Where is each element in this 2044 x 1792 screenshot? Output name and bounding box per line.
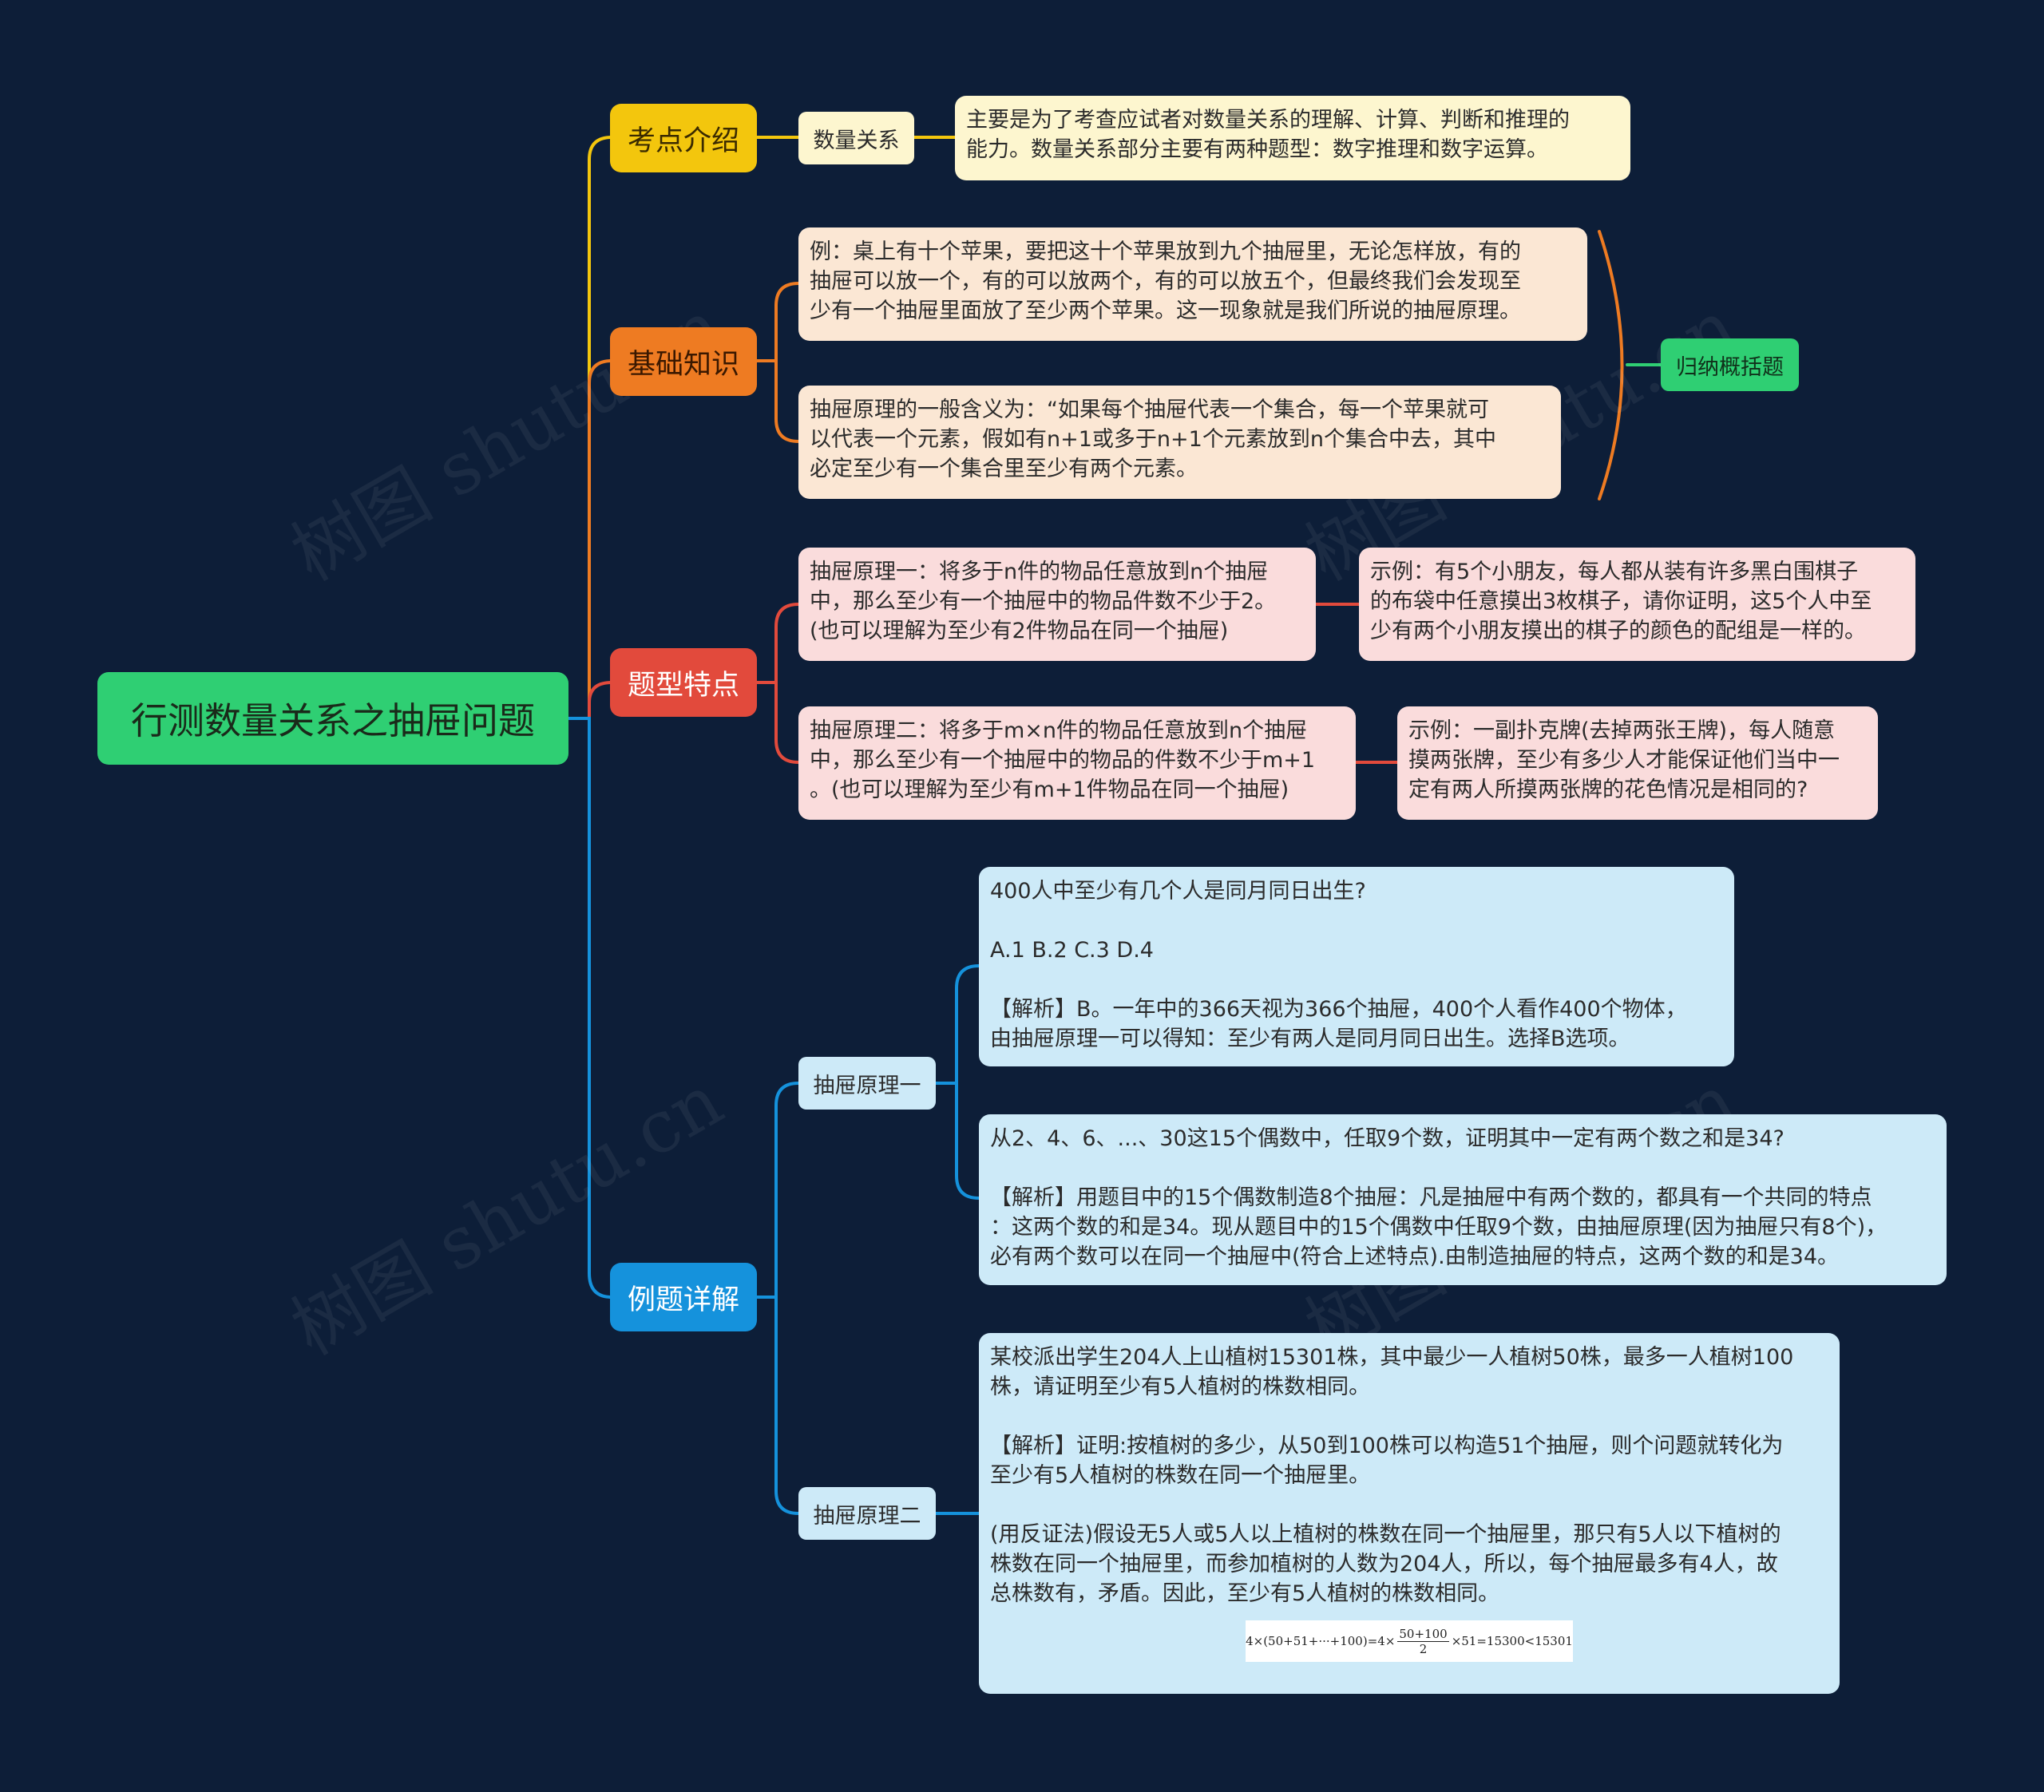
root-topic-label: 行测数量关系之抽屉问题 xyxy=(131,699,535,742)
node-liti-q3[interactable]: 某校派出学生204人上山植树15301株，其中最少一人植树50株，最多一人植树1… xyxy=(979,1333,1840,1694)
node-principle-two[interactable]: 抽屉原理二：将多于m×n件的物品任意放到n个抽屉 中，那么至少有一个抽屉中的物品… xyxy=(798,706,1356,820)
node-liti-principle-two[interactable]: 抽屉原理二 xyxy=(798,1487,936,1540)
branch-tixing[interactable]: 题型特点 xyxy=(610,648,757,717)
node-liti-principle-one[interactable]: 抽屉原理一 xyxy=(798,1057,936,1110)
node-liti-principle-two-label: 抽屉原理二 xyxy=(813,1503,921,1529)
branch-kaodian[interactable]: 考点介绍 xyxy=(610,104,757,172)
summary-guina-label: 归纳概括题 xyxy=(1676,354,1784,380)
node-jichu-definition-text: 抽屉原理的一般含义为：“如果每个抽屉代表一个集合，每一个苹果就可 以代表一个元素… xyxy=(810,398,1496,481)
formula-left: 4×(50+51+···+100)=4× xyxy=(1246,1634,1396,1648)
branch-liti[interactable]: 例题详解 xyxy=(610,1263,757,1331)
node-principle-one[interactable]: 抽屉原理一：将多于n件的物品任意放到n个抽屉 中，那么至少有一个抽屉中的物品件数… xyxy=(798,548,1316,661)
branch-jichu-label: 基础知识 xyxy=(627,348,739,381)
formula-image: 4×(50+51+···+100)=4× 50+100 2 ×51=15300<… xyxy=(1246,1620,1573,1662)
node-principle-one-example[interactable]: 示例：有5个小朋友，每人都从装有许多黑白围棋子 的布袋中任意摸出3枚棋子，请你证… xyxy=(1359,548,1915,661)
branch-liti-label: 例题详解 xyxy=(627,1284,739,1316)
node-shuliangguanxi-label: 数量关系 xyxy=(813,128,900,153)
node-kaodian-detail[interactable]: 主要是为了考查应试者对数量关系的理解、计算、判断和推理的 能力。数量关系部分主要… xyxy=(955,96,1630,180)
branch-kaodian-label: 考点介绍 xyxy=(627,125,739,157)
node-liti-q3-text: 某校派出学生204人上山植树15301株，其中最少一人植树50株，最多一人植树1… xyxy=(990,1345,1794,1606)
branch-jichu[interactable]: 基础知识 xyxy=(610,327,757,396)
summary-guina[interactable]: 归纳概括题 xyxy=(1661,338,1799,391)
node-liti-q1-text: 400人中至少有几个人是同月同日出生? A.1 B.2 C.3 D.4 【解析】… xyxy=(990,879,1687,1051)
formula-right: ×51=15300<15301 xyxy=(1451,1634,1573,1648)
node-principle-one-example-text: 示例：有5个小朋友，每人都从装有许多黑白围棋子 的布袋中任意摸出3枚棋子，请你证… xyxy=(1370,560,1872,643)
node-shuliangguanxi[interactable]: 数量关系 xyxy=(798,112,914,164)
node-kaodian-detail-text: 主要是为了考查应试者对数量关系的理解、计算、判断和推理的 能力。数量关系部分主要… xyxy=(966,108,1570,162)
root-topic[interactable]: 行测数量关系之抽屉问题 xyxy=(97,672,568,765)
node-principle-one-text: 抽屉原理一：将多于n件的物品任意放到n个抽屉 中，那么至少有一个抽屉中的物品件数… xyxy=(810,560,1277,643)
node-liti-q2[interactable]: 从2、4、6、...、30这15个偶数中，任取9个数，证明其中一定有两个数之和是… xyxy=(979,1114,1947,1285)
node-liti-q2-text: 从2、4、6、...、30这15个偶数中，任取9个数，证明其中一定有两个数之和是… xyxy=(990,1126,1888,1269)
node-liti-principle-one-label: 抽屉原理一 xyxy=(813,1073,921,1098)
node-jichu-example[interactable]: 例：桌上有十个苹果，要把这十个苹果放到九个抽屉里，无论怎样放，有的 抽屉可以放一… xyxy=(798,227,1587,341)
formula-fraction: 50+100 2 xyxy=(1397,1626,1449,1656)
node-jichu-example-text: 例：桌上有十个苹果，要把这十个苹果放到九个抽屉里，无论怎样放，有的 抽屉可以放一… xyxy=(810,239,1521,323)
node-principle-two-text: 抽屉原理二：将多于m×n件的物品任意放到n个抽屉 中，那么至少有一个抽屉中的物品… xyxy=(810,718,1316,802)
branch-tixing-label: 题型特点 xyxy=(627,669,739,702)
node-principle-two-example-text: 示例：一副扑克牌(去掉两张王牌)，每人随意 摸两张牌，至少有多少人才能保证他们当… xyxy=(1408,718,1840,802)
formula-numerator: 50+100 xyxy=(1397,1626,1449,1642)
node-liti-q1[interactable]: 400人中至少有几个人是同月同日出生? A.1 B.2 C.3 D.4 【解析】… xyxy=(979,867,1734,1066)
node-jichu-definition[interactable]: 抽屉原理的一般含义为：“如果每个抽屉代表一个集合，每一个苹果就可 以代表一个元素… xyxy=(798,386,1561,499)
formula-denominator: 2 xyxy=(1419,1641,1428,1656)
node-principle-two-example[interactable]: 示例：一副扑克牌(去掉两张王牌)，每人随意 摸两张牌，至少有多少人才能保证他们当… xyxy=(1397,706,1878,820)
